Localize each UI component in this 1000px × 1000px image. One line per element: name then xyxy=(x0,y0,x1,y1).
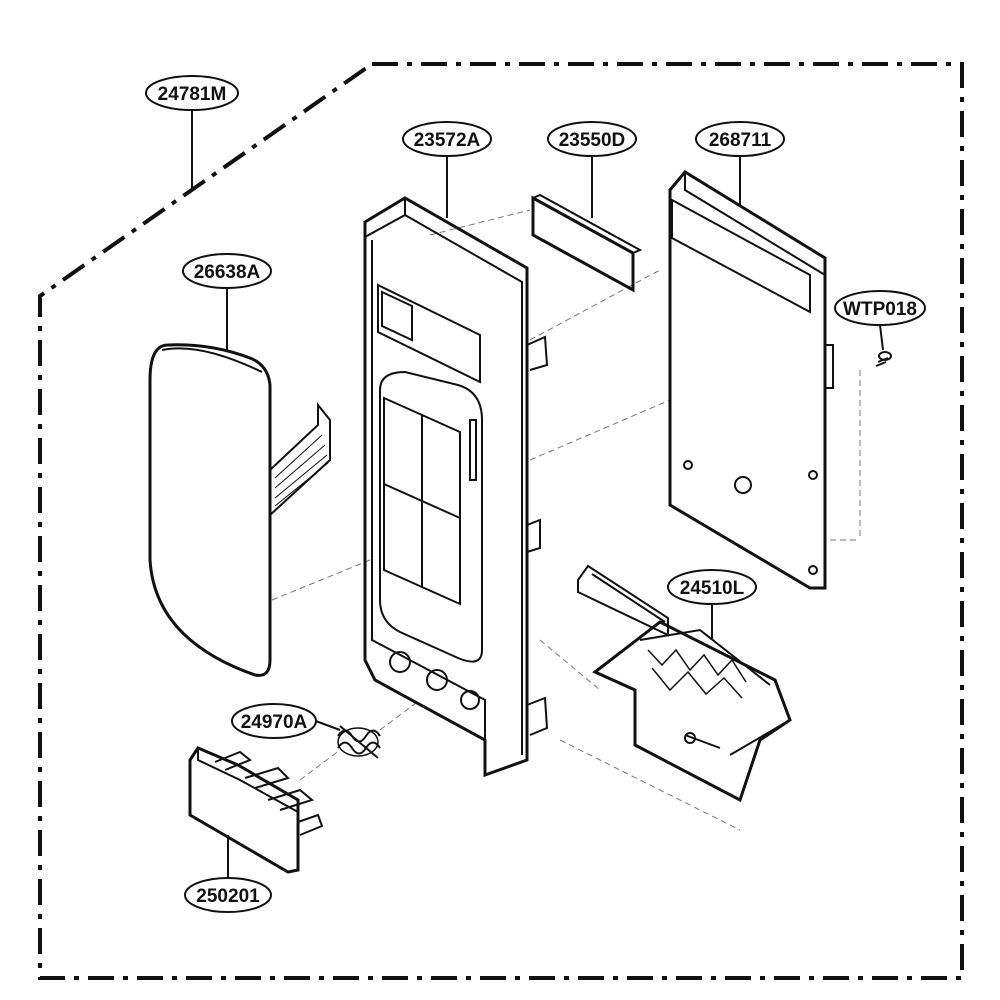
part-label-latch-text: 24510L xyxy=(680,578,745,599)
part-label-assembly-text: 24781M xyxy=(158,84,227,105)
part-label-pcb-text: 268711 xyxy=(709,130,772,151)
part-label-window-text: 23550D xyxy=(559,130,626,151)
screw-part xyxy=(875,351,892,367)
membrane-part xyxy=(148,343,331,677)
part-label-door-button: 250201 xyxy=(184,877,272,913)
spring-part xyxy=(337,725,381,759)
part-label-window: 23550D xyxy=(547,121,637,157)
part-label-assembly: 24781M xyxy=(145,75,239,111)
part-label-spring-text: 24970A xyxy=(241,712,308,733)
assembly-boundary xyxy=(38,62,964,980)
part-label-membrane-text: 26638A xyxy=(194,262,261,283)
part-label-spring: 24970A xyxy=(231,703,317,739)
part-label-screw-text: WTP018 xyxy=(843,299,917,320)
part-label-control-panel-text: 23572A xyxy=(414,130,481,151)
control-panel-part xyxy=(363,196,549,778)
part-label-control-panel: 23572A xyxy=(402,121,492,157)
part-label-latch: 24510L xyxy=(667,569,757,605)
assembly-guide-lines xyxy=(271,209,861,831)
latch-part xyxy=(577,564,792,803)
leader-lines xyxy=(191,110,884,878)
part-label-membrane: 26638A xyxy=(182,253,272,289)
window-part xyxy=(531,193,643,293)
door-button-part xyxy=(188,746,324,874)
pcb-part xyxy=(668,170,834,590)
part-label-screw: WTP018 xyxy=(834,290,926,326)
part-label-door-button-text: 250201 xyxy=(196,886,260,907)
part-label-pcb: 268711 xyxy=(695,121,785,157)
